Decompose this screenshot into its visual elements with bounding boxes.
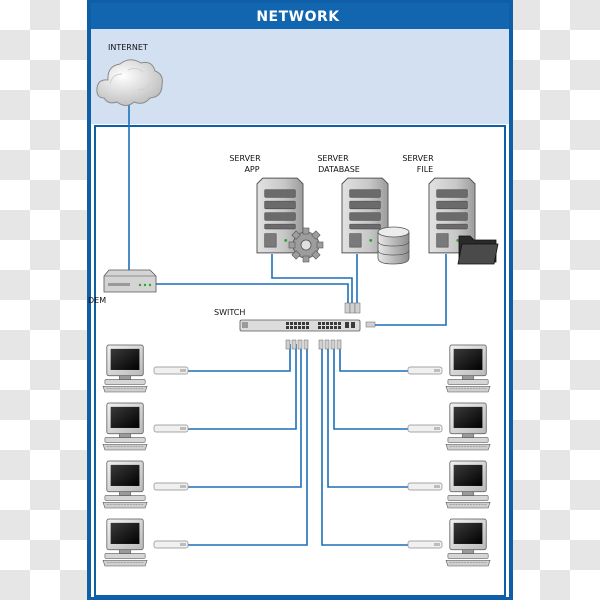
server-app-line1: SERVER bbox=[229, 154, 261, 163]
database-icon bbox=[377, 226, 410, 265]
network-cables bbox=[128, 105, 447, 546]
modem-label: DEM bbox=[88, 296, 106, 305]
server-file-line2: FILE bbox=[417, 165, 433, 174]
gear-icon bbox=[288, 227, 324, 263]
header-band bbox=[91, 3, 509, 29]
switch-icon bbox=[239, 302, 376, 350]
server-file-line1: SERVER bbox=[402, 154, 434, 163]
internet-cloud-icon bbox=[96, 59, 163, 106]
server-database-line2: DATABASE bbox=[318, 165, 360, 174]
server-database-line1: SERVER bbox=[317, 154, 349, 163]
internet-label: INTERNET bbox=[108, 43, 148, 52]
server-app bbox=[256, 177, 324, 263]
server-database bbox=[341, 177, 410, 265]
server-app-line2: APP bbox=[244, 165, 259, 174]
switch-label: SWITCH bbox=[214, 308, 245, 317]
folder-icon bbox=[457, 235, 499, 265]
server-file bbox=[428, 177, 499, 265]
page-title: NETWORK bbox=[256, 9, 340, 25]
modem-icon bbox=[103, 269, 157, 293]
